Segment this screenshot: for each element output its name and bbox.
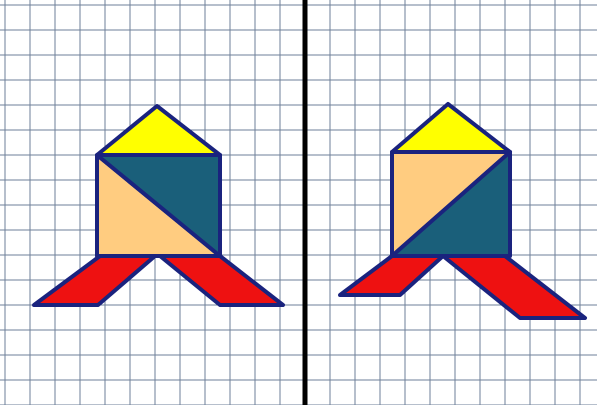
figure-stage [0, 0, 597, 405]
shape-diagram [0, 0, 597, 405]
